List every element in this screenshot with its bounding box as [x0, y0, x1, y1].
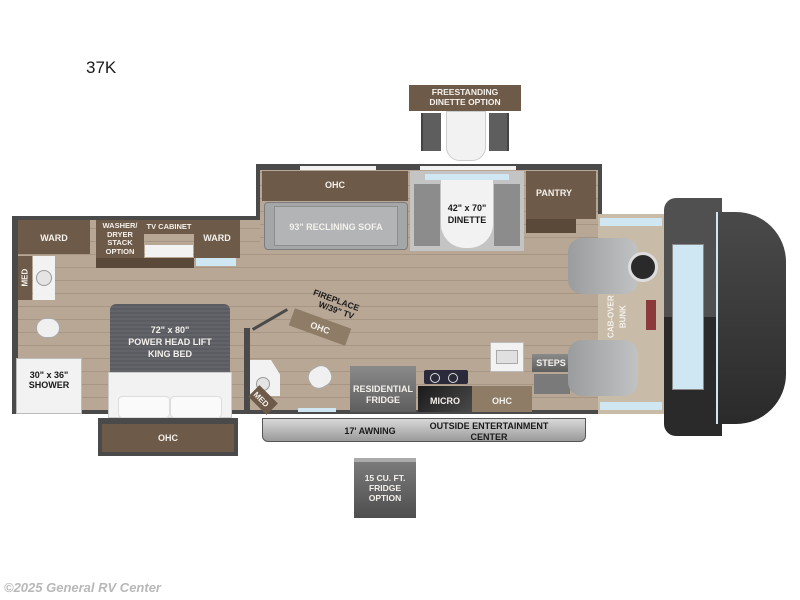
med-left-cabinet	[18, 256, 32, 300]
ohc-rear-cabinet	[102, 424, 234, 452]
oec-label-2: CENTER	[470, 432, 508, 442]
tv-cabinet	[144, 220, 194, 234]
bed-size-label: 72" x 80"	[150, 325, 190, 335]
ohc-sofa-cabinet	[262, 171, 408, 201]
kitchen-sink	[490, 342, 524, 372]
passenger-seat	[568, 340, 638, 396]
tv-cabinet-label: TV CABINET	[146, 222, 192, 231]
model-title: 37K	[86, 58, 117, 77]
ward-left-label: WARD	[40, 233, 68, 243]
ward-left-cabinet	[18, 220, 90, 254]
entry-steps	[532, 354, 570, 372]
awning-label: 17' AWNING	[344, 426, 396, 436]
rear-toilet-icon	[36, 318, 60, 338]
microwave	[418, 386, 472, 412]
ward-right-label: WARD	[203, 233, 231, 243]
shower-label: 30" x 36" SHOWER	[28, 370, 70, 391]
sofa-label: 93" RECLINING SOFA	[289, 222, 383, 232]
pantry-cabinet	[526, 171, 596, 219]
bunk-label-2: BUNK	[618, 305, 628, 329]
dinette-label: DINETTE	[447, 215, 487, 225]
fridge-option	[354, 458, 416, 518]
residential-fridge	[350, 366, 416, 412]
ohc-sofa-label: OHC	[325, 180, 345, 190]
freestanding-dinette-option: FREESTANDING DINETTE OPTION	[409, 85, 521, 161]
bed-name-label: KING BED	[147, 349, 192, 359]
steps-label: STEPS	[536, 358, 566, 368]
bed-type-label: POWER HEAD LIFT	[128, 337, 212, 347]
dinette-size-label: 42" x 70"	[447, 203, 487, 213]
micro-label: MICRO	[430, 396, 460, 406]
windshield	[672, 244, 704, 390]
washer-dryer-label: WASHER/ DRYER STACK OPTION	[102, 221, 138, 256]
oec-label-1: OUTSIDE ENTERTAINMENT	[429, 421, 549, 431]
kitchen-ohc	[472, 386, 532, 412]
kitchen-ohc-label: OHC	[492, 396, 512, 406]
pantry-label: PANTRY	[536, 188, 572, 198]
dinette-table	[441, 180, 493, 248]
driver-seat	[568, 238, 638, 294]
rear-sink-icon	[36, 270, 52, 286]
bunk-label-1: CAB-OVER	[606, 295, 616, 338]
fridge-option-label: 15 CU. FT. FRIDGE OPTION	[364, 473, 406, 503]
freestanding-dinette-label: FREESTANDING DINETTE OPTION	[429, 87, 501, 107]
awning	[262, 418, 586, 442]
steering-wheel-icon	[628, 252, 658, 282]
ward-right-cabinet	[194, 220, 240, 258]
med-left-label: MED	[20, 268, 30, 287]
fridge-label-1: RESIDENTIAL	[352, 384, 413, 394]
ohc-rear-label: OHC	[158, 433, 178, 443]
cab-nose	[716, 212, 786, 424]
shower	[16, 358, 82, 414]
fridge-label-2: FRIDGE	[365, 395, 400, 405]
copyright: ©2025 General RV Center	[4, 580, 161, 595]
